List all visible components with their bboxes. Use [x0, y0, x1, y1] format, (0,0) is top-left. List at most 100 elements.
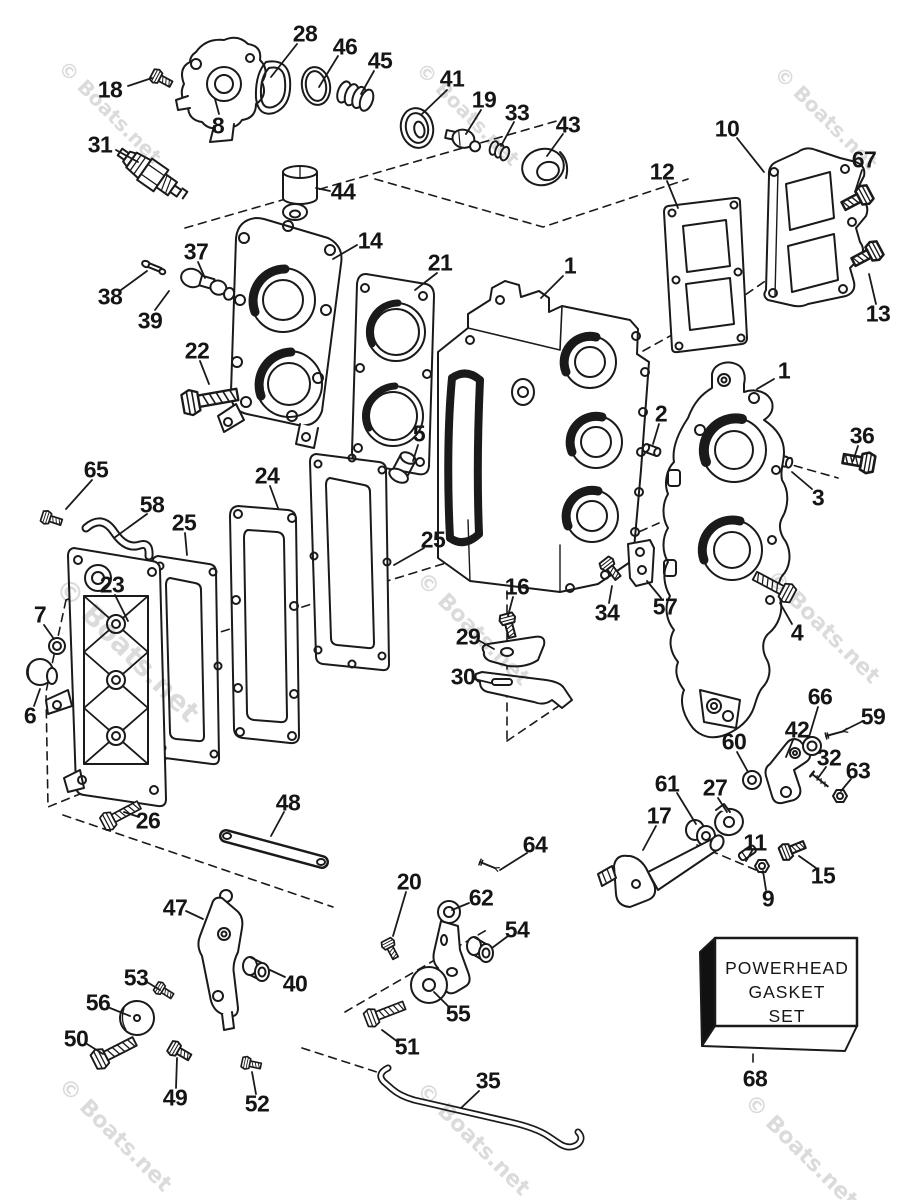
gasket-box-line1: POWERHEAD: [725, 958, 849, 978]
callout-11: 11: [743, 829, 767, 856]
gasket-set-box: POWERHEAD GASKET SET: [699, 936, 859, 1052]
callout-40: 40: [282, 970, 308, 997]
callout-8: 8: [211, 112, 225, 139]
callout-37: 37: [183, 238, 209, 265]
callout-13: 13: [865, 300, 891, 327]
callout-49: 49: [162, 1084, 188, 1111]
part-64-pin: [478, 858, 500, 872]
callout-51: 51: [394, 1033, 420, 1060]
callout-58: 58: [139, 491, 165, 518]
callout-4: 4: [790, 619, 804, 646]
watermark-text: © Boats.net: [53, 55, 167, 169]
callout-46: 46: [332, 33, 358, 60]
gasket-box-line2: GASKET: [749, 982, 826, 1002]
part-9-nut: [754, 859, 770, 873]
callout-2: 2: [654, 400, 668, 427]
part-48-link-rod: [219, 829, 329, 869]
callout-27: 27: [702, 774, 728, 801]
callout-16: 16: [504, 573, 530, 600]
callout-30: 30: [450, 663, 476, 690]
callout-66: 66: [807, 683, 833, 710]
part-58-hose: [81, 517, 154, 561]
callout-45: 45: [367, 47, 393, 74]
callout-55: 55: [445, 1000, 471, 1027]
callout-60: 60: [721, 728, 747, 755]
callout-29: 29: [455, 623, 481, 650]
callout-50: 50: [63, 1025, 89, 1052]
part-29-plate: [481, 635, 546, 668]
callout-25: 25: [420, 526, 446, 553]
callout-19: 19: [471, 86, 497, 113]
callout-23: 23: [99, 571, 125, 598]
part-57-bracket: [627, 539, 655, 587]
part-38-pin: [141, 259, 167, 276]
watermark-text: © Boats.net: [739, 1089, 863, 1200]
watermark-text: © Boats.net: [411, 1077, 535, 1200]
callout-33: 33: [504, 99, 530, 126]
leader-lines: [33, 43, 877, 1109]
callout-39: 39: [137, 307, 163, 334]
watermark-text: © Boats.net: [769, 61, 883, 175]
callout-56: 56: [85, 989, 111, 1016]
callout-41: 41: [439, 65, 465, 92]
watermark-text: © Boats.net: [411, 567, 535, 692]
callout-53: 53: [123, 964, 149, 991]
callout-21: 21: [427, 249, 453, 276]
part-19-valve: [444, 128, 482, 153]
callout-63: 63: [845, 757, 871, 784]
callout-62: 62: [468, 884, 494, 911]
part-24-exhaust-plate: [229, 505, 300, 745]
part-54-bushing: [466, 936, 494, 963]
callout-28: 28: [292, 20, 318, 47]
part-42-lever: [764, 738, 812, 805]
callout-32: 32: [816, 744, 842, 771]
callout-10: 10: [714, 115, 740, 142]
part-46-o-ring: [300, 66, 332, 106]
callout-26: 26: [135, 807, 161, 834]
callout-22: 22: [184, 337, 210, 364]
callout-42: 42: [784, 716, 810, 743]
watermark-text: © Boats.net: [53, 1073, 177, 1198]
callout-68: 68: [742, 1065, 768, 1092]
part-56-washer: [119, 1000, 155, 1036]
part-40-bushing: [242, 956, 270, 982]
part-63-nut: [832, 789, 848, 803]
callout-9: 9: [761, 885, 775, 912]
part-60-washer: [742, 770, 762, 790]
part-12-gasket: [663, 196, 748, 354]
callout-54: 54: [504, 916, 530, 943]
part-27-cam: [714, 803, 744, 837]
part-45-spring: [336, 80, 375, 112]
callout-1: 1: [777, 357, 791, 384]
part-6-plug: [26, 658, 58, 686]
callout-17: 17: [646, 802, 672, 829]
callout-67: 67: [851, 146, 877, 173]
part-43-cup: [521, 147, 569, 187]
callout-1: 1: [563, 252, 577, 279]
part-30-bracket: [474, 671, 573, 709]
part-2-pin: [641, 443, 662, 458]
callout-24: 24: [254, 462, 280, 489]
part-14-cylinder-head: [217, 203, 343, 449]
callout-6: 6: [23, 702, 37, 729]
callout-34: 34: [594, 599, 620, 626]
part-5-plug: [388, 451, 417, 484]
callout-57: 57: [652, 593, 678, 620]
part-37-fitting: [180, 267, 236, 301]
callout-3: 3: [811, 484, 825, 511]
watermark-text: © Boats.net: [761, 565, 885, 690]
part-1-cylinder-block: [437, 280, 650, 593]
gasket-box-line3: SET: [768, 1006, 805, 1026]
part-66-washer: [802, 736, 822, 756]
part-8-thermostat-housing: [175, 36, 267, 143]
callout-12: 12: [649, 158, 675, 185]
callout-14: 14: [357, 227, 383, 254]
part-7-o-ring: [48, 637, 66, 655]
callout-52: 52: [244, 1090, 270, 1117]
part-25-gasket-right: [309, 453, 392, 672]
part-10-intake-manifold: [763, 147, 869, 308]
